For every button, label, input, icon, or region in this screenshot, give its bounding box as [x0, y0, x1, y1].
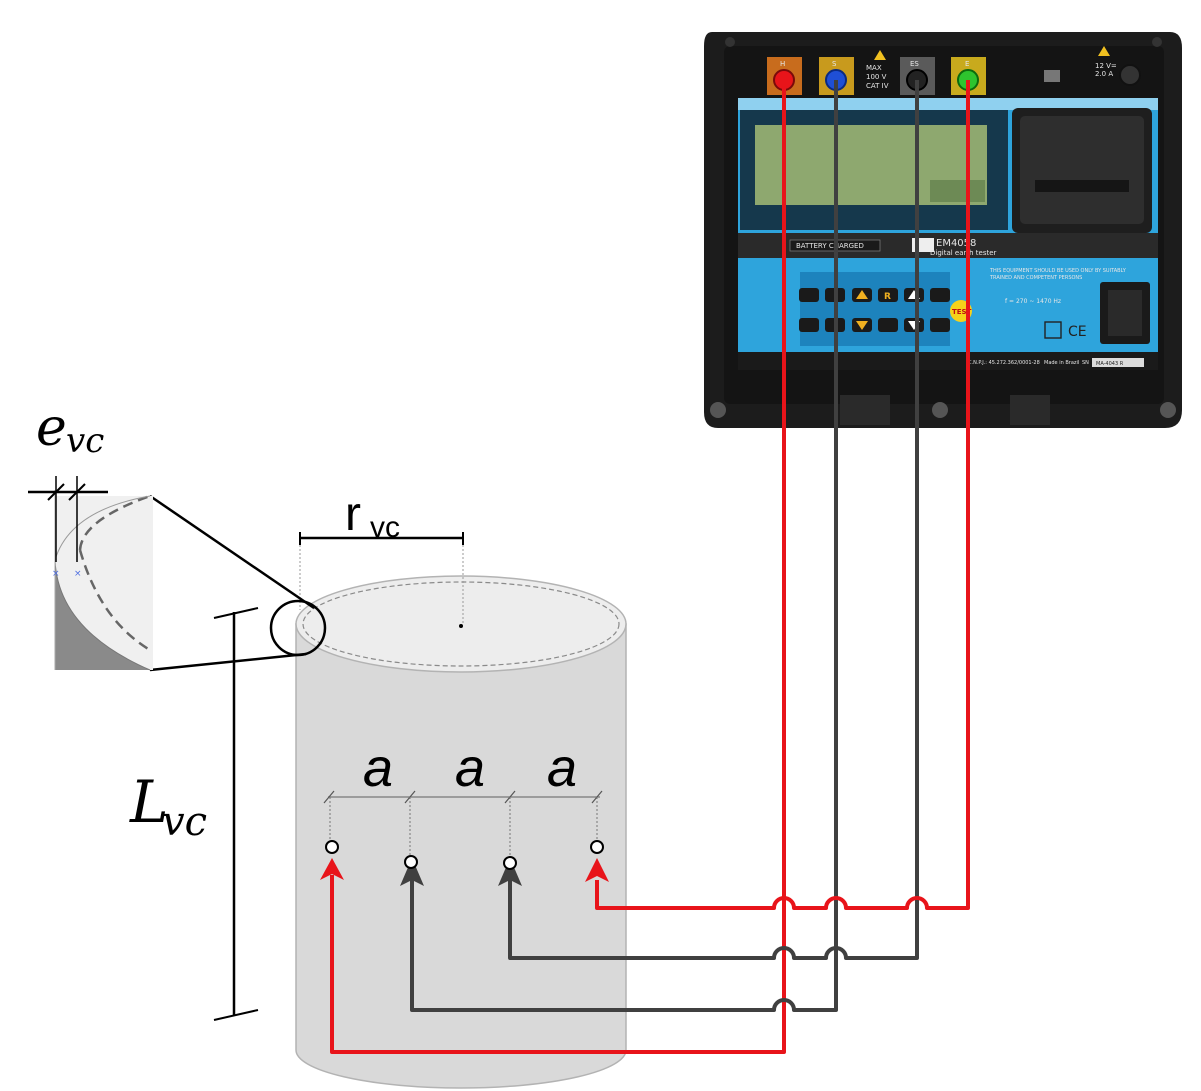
electrode-point-3 — [503, 856, 517, 870]
arrow-gray-s — [400, 858, 424, 886]
warning-max: MAX — [866, 64, 882, 72]
power-switch — [1100, 282, 1150, 344]
wire-e-red — [585, 80, 970, 910]
electrode-point-2 — [404, 855, 418, 869]
electrode-point-4 — [590, 840, 604, 854]
wire-h-red — [320, 80, 786, 1054]
svg-text:CE: CE — [1068, 324, 1087, 340]
warning-volt: 100 V — [866, 73, 887, 81]
a-label-2: a — [455, 738, 485, 798]
brand-subtitle: Digital earth tester — [930, 249, 997, 257]
power-amp: 2.0 A — [1095, 70, 1113, 78]
radius-dimension: r vc — [299, 488, 464, 624]
wire-s-gray — [400, 80, 838, 1012]
info-line-2: TRAINED AND COMPETENT PERSONS — [989, 275, 1082, 281]
blue-panel: BATTERY CHARGED EM4058 Digital earth tes… — [738, 98, 1158, 370]
sn-label: SN — [1082, 360, 1089, 366]
terminal-h: H — [767, 57, 802, 95]
e-label: e — [36, 398, 67, 458]
freq-text: f = 270 ~ 1470 Hz — [1005, 298, 1061, 305]
thickness-detail: × × — [52, 490, 327, 672]
terminal-s-label: S — [832, 60, 837, 68]
warning-cat: CAT IV — [866, 82, 889, 90]
r-label: r — [345, 488, 361, 541]
e-subscript: vc — [66, 421, 104, 461]
terminal-es-label: ES — [910, 60, 919, 68]
a-label-3: a — [547, 738, 577, 798]
info-line-1: THIS EQUIPMENT SHOULD BE USED ONLY BY SU… — [989, 268, 1127, 274]
wire-es-gray — [498, 80, 919, 960]
spacing-dimension: a a a — [323, 738, 603, 858]
arrow-red-left — [320, 858, 344, 880]
metal-cylinder — [295, 575, 627, 1089]
battery-label: BATTERY CHARGED — [796, 242, 864, 250]
power-volt: 12 V= — [1095, 62, 1117, 70]
length-dimension: L vc — [129, 607, 259, 1021]
svg-text:R: R — [884, 292, 891, 302]
earth-tester-device: H S MAX 100 V CAT IV ES E 12 V — [704, 32, 1182, 428]
test-button-label: TEST — [952, 308, 972, 316]
r-subscript: vc — [370, 511, 400, 544]
a-label-1: a — [363, 738, 393, 798]
brand-label: EM4058 — [936, 238, 976, 249]
footer-made-in: Made in Brazil — [1044, 360, 1079, 366]
L-label: L — [129, 768, 169, 836]
thickness-dimension: e vc — [28, 398, 108, 562]
svg-text:×: × — [52, 569, 60, 579]
usb-port-icon — [1044, 70, 1060, 82]
svg-text:×: × — [74, 569, 82, 579]
L-subscript: vc — [162, 799, 207, 845]
ce-mark-icon: CE — [1044, 321, 1087, 340]
terminal-e-label: E — [965, 60, 969, 68]
arrow-gray-es — [498, 858, 522, 886]
sn-value: MA-4043 R — [1096, 361, 1124, 367]
terminal-h-label: H — [780, 60, 785, 68]
electrode-points — [325, 840, 604, 870]
center-point — [459, 624, 463, 628]
power-jack-icon: 12 V= 2.0 A — [1095, 46, 1141, 86]
footer-cnpj: C.N.P.J.: 45.272.362/0001-28 — [968, 360, 1040, 366]
warning-triangle: MAX 100 V CAT IV — [866, 50, 889, 90]
electrode-point-1 — [325, 840, 339, 854]
arrow-red-right — [585, 858, 609, 882]
